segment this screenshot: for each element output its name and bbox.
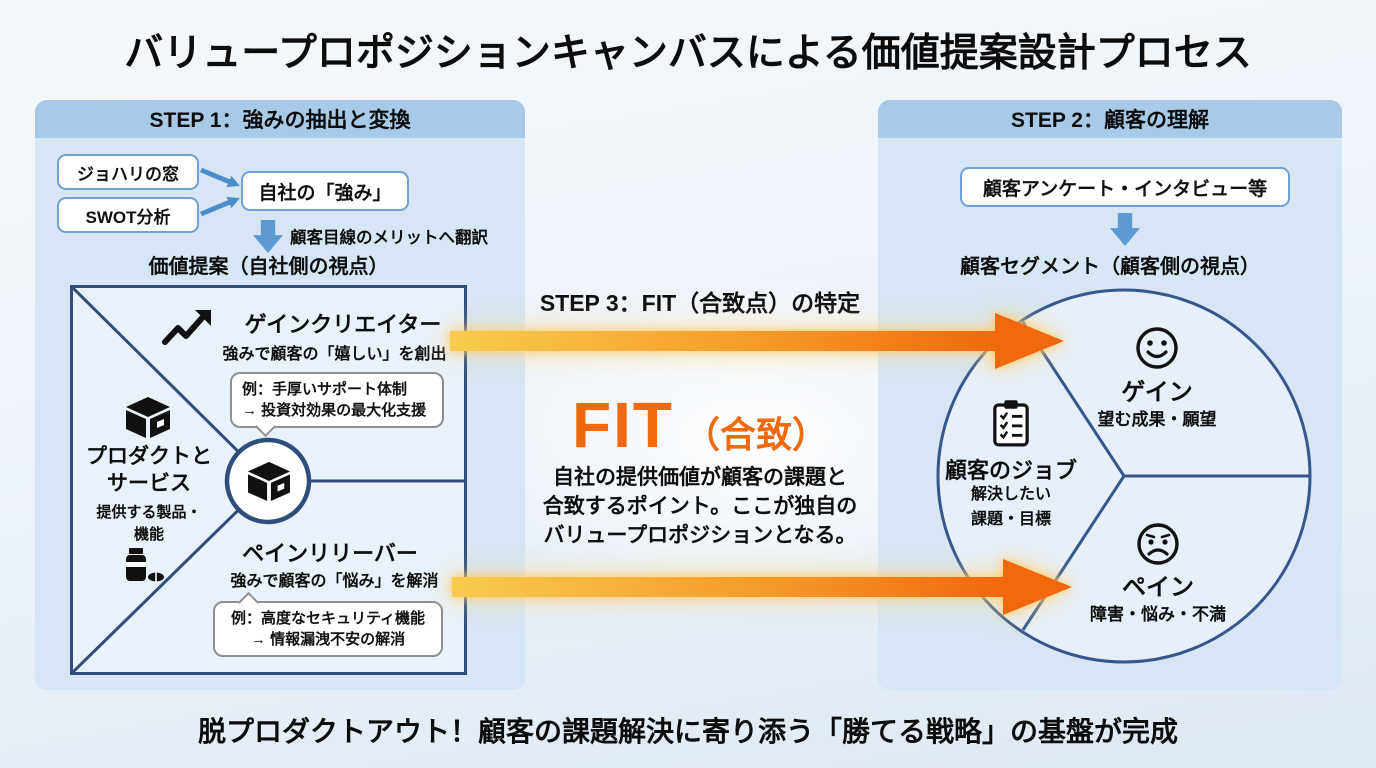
smiley-face-icon (1136, 327, 1178, 369)
products-subtitle-line2: 機能 (133, 525, 164, 543)
products-subtitle: 提供する製品・ 機能 (60, 502, 238, 546)
fit-title: FIT (572, 389, 674, 461)
product-box-icon (126, 397, 170, 438)
fit-description-line1: 自社の提供価値が顧客の課題と (553, 466, 847, 489)
step2-header: STEP 2：顧客の理解 (878, 100, 1342, 138)
products-title-line2: サービス (107, 472, 191, 496)
converge-arrows-icon (200, 167, 240, 217)
fit-subtitle: （合致） (683, 414, 828, 455)
jobs-title: 顧客のジョブ (944, 458, 1077, 483)
survey-box: 顧客アンケート・インタビュー等 (960, 167, 1290, 207)
package-icon (248, 461, 290, 502)
translate-note: 顧客目線のメリットへ翻訳 (290, 229, 488, 247)
gain-creator-subtitle: 強みで顧客の「嬉しい」を創出 (222, 346, 447, 363)
strength-box: 自社の「強み」 (241, 171, 409, 211)
products-subtitle-line1: 提供する製品・ (96, 504, 202, 521)
fit-arrow-bottom-icon (452, 559, 1072, 615)
footer-headline: 脱プロダクトアウト！顧客の課題解決に寄り添う「勝てる戦略」の基盤が完成 (197, 716, 1178, 747)
fit-arrow-top-icon (450, 313, 1064, 369)
products-title: プロダクトと サービス (68, 443, 230, 498)
clipboard-checklist-icon (993, 400, 1029, 447)
pain-reliever-subtitle: 強みで顧客の「悩み」を解消 (230, 573, 439, 590)
segment-label: 顧客セグメント（顧客側の視点） (960, 256, 1260, 278)
pain-example-line1: 例：高度なセキュリティ機能 (230, 610, 426, 627)
pain-subtitle: 障害・悩み・不満 (1090, 605, 1226, 624)
fit-title-row: FIT （合致） (490, 388, 910, 462)
sad-face-icon (1137, 523, 1179, 565)
trend-up-icon (162, 310, 211, 345)
pain-example-bubble: 例：高度なセキュリティ機能 → 情報漏洩不安の解消 (213, 601, 443, 657)
swot-box: SWOT分析 (57, 197, 199, 233)
page-title: バリュープロポジションキャンバスによる価値提案設計プロセス (124, 32, 1252, 75)
gain-subtitle: 望む成果・願望 (1097, 410, 1217, 429)
value-prop-label: 価値提案（自社側の視点） (148, 256, 389, 278)
gain-example-bubble: 例：手厚いサポート体制 → 投資対効果の最大化支援 (230, 372, 444, 428)
pain-title: ペイン (1122, 574, 1194, 601)
gain-example-line2: → 投資対効果の最大化支援 (242, 402, 427, 419)
fit-description-line2: 合致するポイント。ここが独自の (542, 494, 858, 518)
step3-header: STEP 3：FIT（合致点）の特定 (539, 290, 861, 316)
jobs-subtitle-line2: 課題・目標 (970, 510, 1051, 528)
pain-reliever-title: ペインリリーバー (242, 541, 418, 566)
pain-example-line2: → 情報漏洩不安の解消 (250, 631, 406, 648)
gain-example-line1: 例：手厚いサポート体制 (242, 381, 408, 398)
fit-description-line3: バリュープロポジションとなる。 (543, 523, 857, 547)
pill-bottle-icon (126, 548, 164, 582)
customer-profile-circle (936, 288, 1312, 664)
jobs-subtitle-line1: 解決したい (970, 486, 1051, 503)
gain-title: ゲイン (1121, 379, 1193, 406)
johari-box: ジョハリの窓 (57, 154, 199, 190)
jobs-subtitle: 解決したい 課題・目標 (928, 483, 1094, 533)
step1-header: STEP 1：強みの抽出と変換 (35, 100, 525, 138)
products-title-line1: プロダクトと (86, 445, 212, 468)
value-map-lines (73, 288, 464, 672)
fit-description: 自社の提供価値が顧客の課題と 合致するポイント。ここが独自の バリュープロポジシ… (468, 464, 932, 551)
gain-creator-title: ゲインクリエイター (244, 312, 442, 337)
